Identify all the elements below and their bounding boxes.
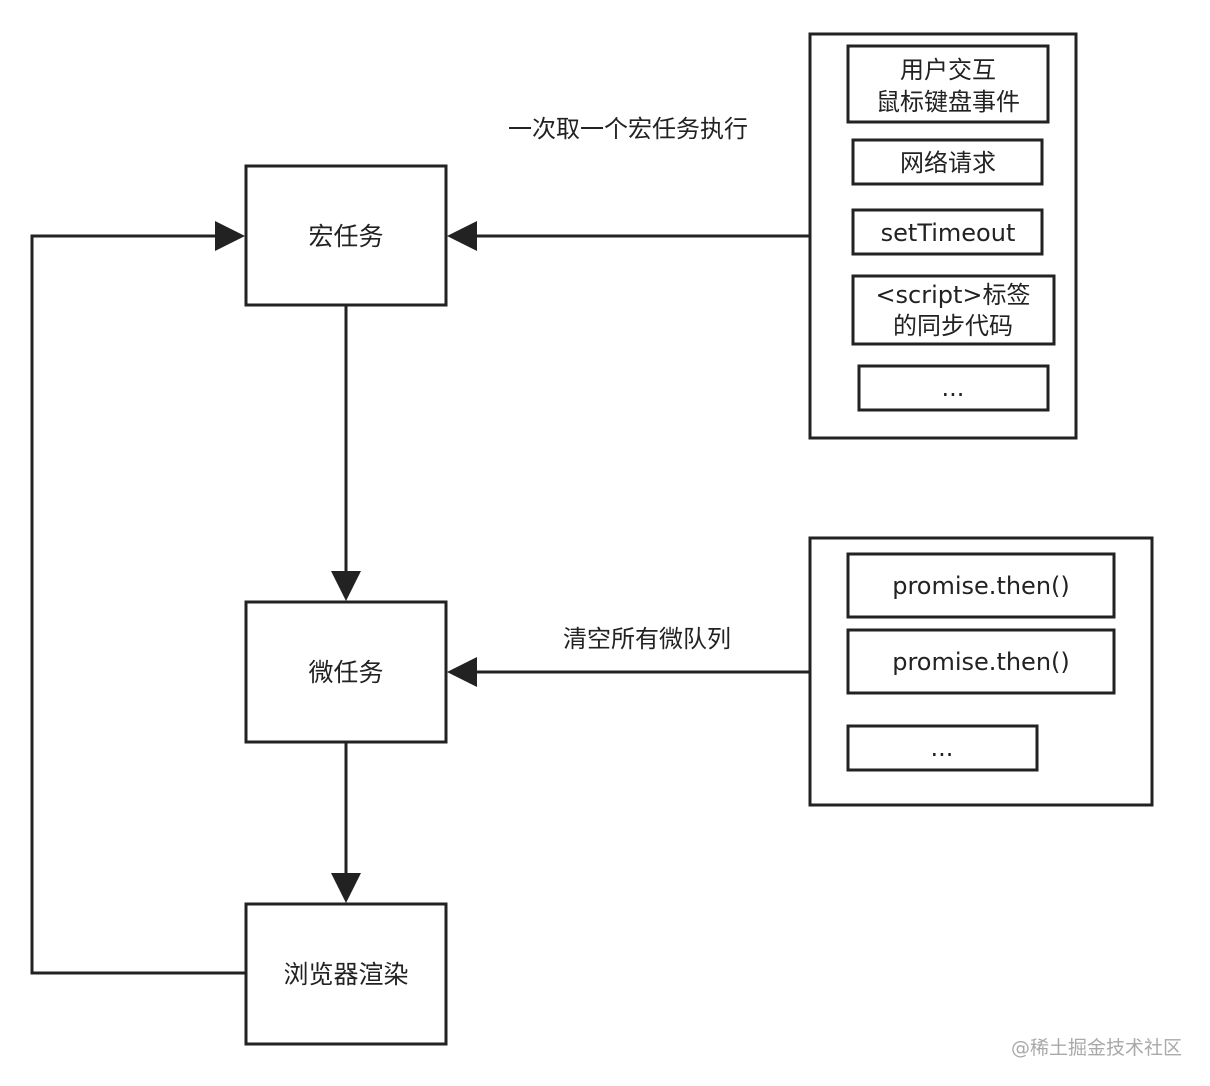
macro-queue-item-box: [851, 138, 1044, 186]
macro-queue-item-box: [851, 274, 1056, 346]
macro-task-label: 宏任务: [308, 222, 383, 251]
micro-edge-label: 清空所有微队列: [563, 625, 731, 653]
macro-task-box: [244, 164, 448, 307]
macro-queue-item: <script>标签 的同步代码: [851, 274, 1056, 346]
micro-queue-item: promise.then(): [846, 628, 1116, 695]
macro-queue-item: ...: [857, 364, 1050, 412]
macro-queue-item-label: 网络请求: [900, 149, 996, 177]
micro-queue-item-label: promise.then(): [892, 572, 1070, 600]
micro-queue-item-box: [846, 724, 1039, 772]
macro-queue-item-box: [857, 364, 1050, 412]
render-loop-back-arrow: [30, 221, 246, 975]
render-box: [244, 902, 448, 1046]
macro-edge-label: 一次取一个宏任务执行: [508, 115, 748, 143]
micro-queue-item-label: promise.then(): [892, 648, 1070, 676]
micro-queue-item: ...: [846, 724, 1039, 772]
macro-queue-item-label: setTimeout: [881, 219, 1016, 247]
macro-queue-item-label: 用户交互: [900, 56, 996, 84]
macro-queue-item-label: ...: [942, 374, 965, 402]
macro-task-node: 宏任务: [244, 164, 448, 307]
macro-queue-item: 网络请求: [851, 138, 1044, 186]
micro-task-node: 微任务: [244, 600, 448, 744]
render-node: 浏览器渲染: [244, 902, 448, 1046]
watermark-text: @稀土掘金技术社区: [1011, 1037, 1182, 1059]
macro-queue-item-box: [846, 44, 1050, 124]
macro-queue-item: 用户交互 鼠标键盘事件: [846, 44, 1050, 124]
micro-queue-item-box: [846, 552, 1116, 619]
micro-queue-item-label: ...: [931, 734, 954, 762]
macro-queue-item-box: [851, 208, 1044, 256]
macro-queue-item-label: <script>标签: [875, 281, 1030, 309]
micro-task-label: 微任务: [308, 658, 383, 687]
micro-queue-item-box: [846, 628, 1116, 695]
micro-queue-item: promise.then(): [846, 552, 1116, 619]
macro-queue-item-label: 的同步代码: [893, 312, 1013, 340]
macro-queue-item: setTimeout: [851, 208, 1044, 256]
render-label: 浏览器渲染: [283, 960, 408, 989]
micro-task-box: [244, 600, 448, 744]
macro-queue-item-label: 鼠标键盘事件: [876, 88, 1020, 116]
